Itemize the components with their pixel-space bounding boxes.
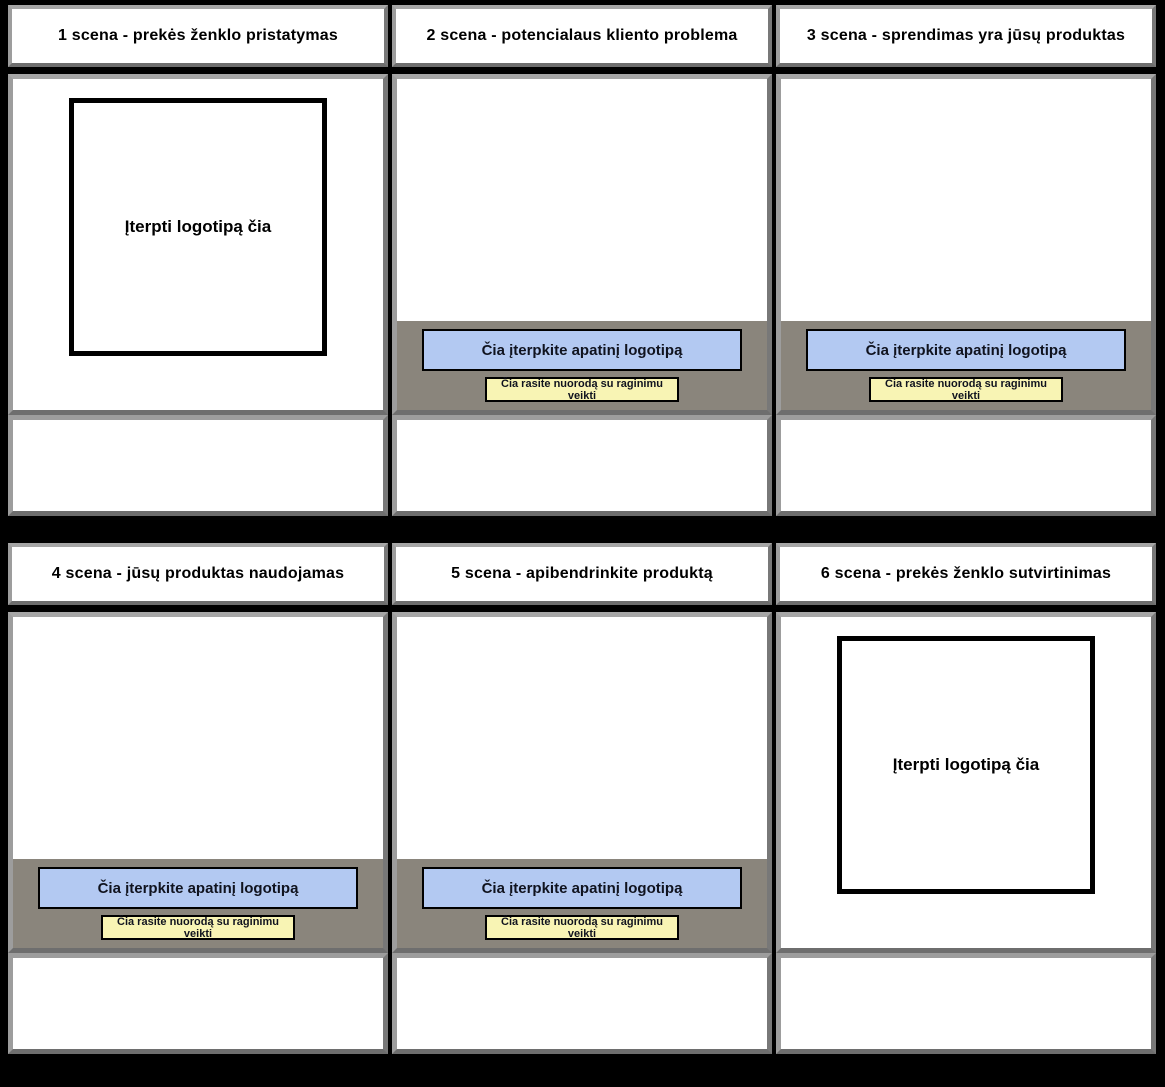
cta-button-label: Čia rasite nuorodą su raginimu veikti (885, 377, 1047, 402)
scene-footer: Čia įterpkite apatinį logotipą Čia rasit… (781, 321, 1151, 410)
logo-placeholder-label: Įterpti logotipą čia (892, 755, 1040, 774)
cta-button-label: Čia rasite nuorodą su raginimu veikti (117, 915, 279, 940)
scene-title: 5 scena - apibendrinkite produktą (451, 565, 713, 582)
footer-logo-button[interactable]: Čia įterpkite apatinį logotipą (422, 867, 742, 909)
scene-cell-5: 5 scena - apibendrinkite produktą Čia įt… (392, 543, 772, 1054)
scene-title-bar[interactable]: 4 scena - jūsų produktas naudojamas (8, 543, 388, 605)
footer-logo-button[interactable]: Čia įterpkite apatinį logotipą (422, 329, 742, 371)
footer-logo-button-label: Čia įterpkite apatinį logotipą (865, 341, 1067, 359)
cta-button[interactable]: Čia rasite nuorodą su raginimu veikti (869, 377, 1063, 402)
scene-canvas[interactable]: Įterpti logotipą čia (781, 617, 1151, 948)
scene-cell-2: 2 scena - potencialaus kliento problema … (392, 5, 772, 516)
logo-placeholder-box[interactable]: Įterpti logotipą čia (69, 98, 327, 356)
scene-main-box: Įterpti logotipą čia (8, 74, 388, 415)
footer-logo-button[interactable]: Čia įterpkite apatinį logotipą (806, 329, 1126, 371)
scene-footer: Čia įterpkite apatinį logotipą Čia rasit… (13, 859, 383, 948)
scene-main-box: Čia įterpkite apatinį logotipą Čia rasit… (392, 74, 772, 415)
footer-logo-button-label: Čia įterpkite apatinį logotipą (97, 879, 299, 897)
description-box[interactable] (392, 415, 772, 516)
footer-logo-button[interactable]: Čia įterpkite apatinį logotipą (38, 867, 358, 909)
scene-main-box: Čia įterpkite apatinį logotipą Čia rasit… (8, 612, 388, 953)
scene-footer: Čia įterpkite apatinį logotipą Čia rasit… (397, 321, 767, 410)
scene-main-box: Įterpti logotipą čia (776, 612, 1156, 953)
scene-title-bar[interactable]: 5 scena - apibendrinkite produktą (392, 543, 772, 605)
scene-title-bar[interactable]: 3 scena - sprendimas yra jūsų produktas (776, 5, 1156, 67)
description-box[interactable] (392, 953, 772, 1054)
description-box[interactable] (776, 415, 1156, 516)
description-box[interactable] (8, 415, 388, 516)
logo-placeholder-box[interactable]: Įterpti logotipą čia (837, 636, 1095, 894)
scene-main-box: Čia įterpkite apatinį logotipą Čia rasit… (392, 612, 772, 953)
cta-button[interactable]: Čia rasite nuorodą su raginimu veikti (485, 377, 679, 402)
scene-canvas[interactable] (397, 617, 767, 859)
scene-cell-6: 6 scena - prekės ženklo sutvirtinimas Įt… (776, 543, 1156, 1054)
cta-button-label: Čia rasite nuorodą su raginimu veikti (501, 377, 663, 402)
scene-canvas[interactable] (781, 79, 1151, 321)
scene-title: 6 scena - prekės ženklo sutvirtinimas (820, 565, 1112, 582)
scene-title-bar[interactable]: 6 scena - prekės ženklo sutvirtinimas (776, 543, 1156, 605)
footer-logo-button-label: Čia įterpkite apatinį logotipą (481, 879, 683, 897)
cta-button[interactable]: Čia rasite nuorodą su raginimu veikti (485, 915, 679, 940)
scene-canvas[interactable] (397, 79, 767, 321)
scene-cell-1: 1 scena - prekės ženklo pristatymas Įter… (8, 5, 388, 516)
scene-title-bar[interactable]: 1 scena - prekės ženklo pristatymas (8, 5, 388, 67)
scene-cell-4: 4 scena - jūsų produktas naudojamas Čia … (8, 543, 388, 1054)
scene-title: 2 scena - potencialaus kliento problema (426, 27, 738, 44)
description-box[interactable] (8, 953, 388, 1054)
scene-footer: Čia įterpkite apatinį logotipą Čia rasit… (397, 859, 767, 948)
storyboard-grid: 1 scena - prekės ženklo pristatymas Įter… (8, 5, 1156, 1054)
description-box[interactable] (776, 953, 1156, 1054)
cta-button[interactable]: Čia rasite nuorodą su raginimu veikti (101, 915, 295, 940)
scene-canvas[interactable]: Įterpti logotipą čia (13, 79, 383, 410)
scene-main-box: Čia įterpkite apatinį logotipą Čia rasit… (776, 74, 1156, 415)
scene-title: 4 scena - jūsų produktas naudojamas (51, 565, 345, 582)
scene-cell-3: 3 scena - sprendimas yra jūsų produktas … (776, 5, 1156, 516)
scene-title-bar[interactable]: 2 scena - potencialaus kliento problema (392, 5, 772, 67)
scene-title: 1 scena - prekės ženklo pristatymas (57, 27, 339, 44)
cta-button-label: Čia rasite nuorodą su raginimu veikti (501, 915, 663, 940)
scene-title: 3 scena - sprendimas yra jūsų produktas (806, 27, 1126, 44)
scene-canvas[interactable] (13, 617, 383, 859)
logo-placeholder-label: Įterpti logotipą čia (124, 217, 272, 236)
footer-logo-button-label: Čia įterpkite apatinį logotipą (481, 341, 683, 359)
